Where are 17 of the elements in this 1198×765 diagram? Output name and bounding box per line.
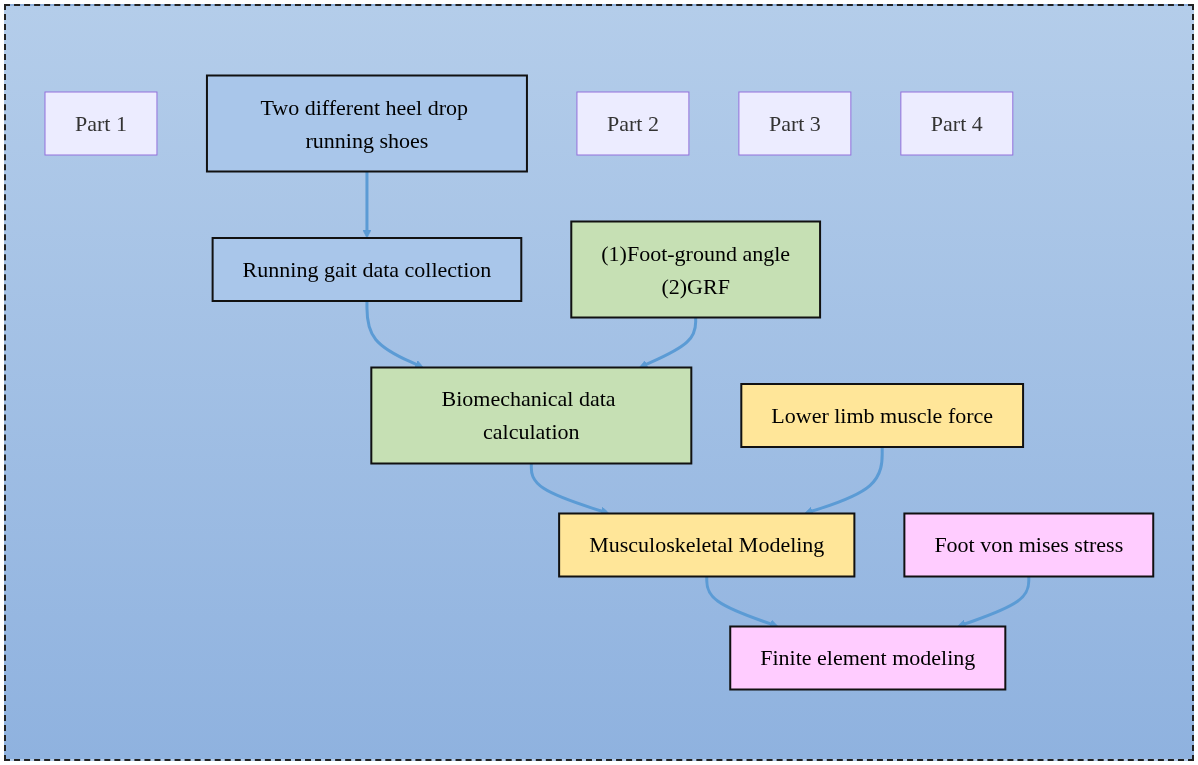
node-box: Lower limb muscle force [740, 383, 1024, 448]
node-box: Part 1 [44, 91, 158, 156]
node-box: Musculoskeletal Modeling [558, 512, 856, 578]
node-box: (1)Foot-ground angle (2)GRF [570, 220, 821, 319]
arrow [362, 171, 372, 239]
node-box: Part 3 [738, 91, 852, 156]
arrow [638, 317, 698, 369]
node-box: Foot von mises stress [903, 512, 1155, 578]
node-box: Biomechanical data calculation [370, 366, 693, 465]
node-box: Two different heel drop running shoes [205, 74, 528, 173]
arrow [705, 576, 779, 628]
node-box: Part 2 [576, 91, 690, 156]
arrow [957, 576, 1031, 628]
node-box: Finite element modeling [729, 625, 1007, 691]
node-box: Running gait data collection [211, 237, 523, 302]
arrow [365, 301, 424, 369]
node-box: Part 4 [900, 91, 1014, 156]
